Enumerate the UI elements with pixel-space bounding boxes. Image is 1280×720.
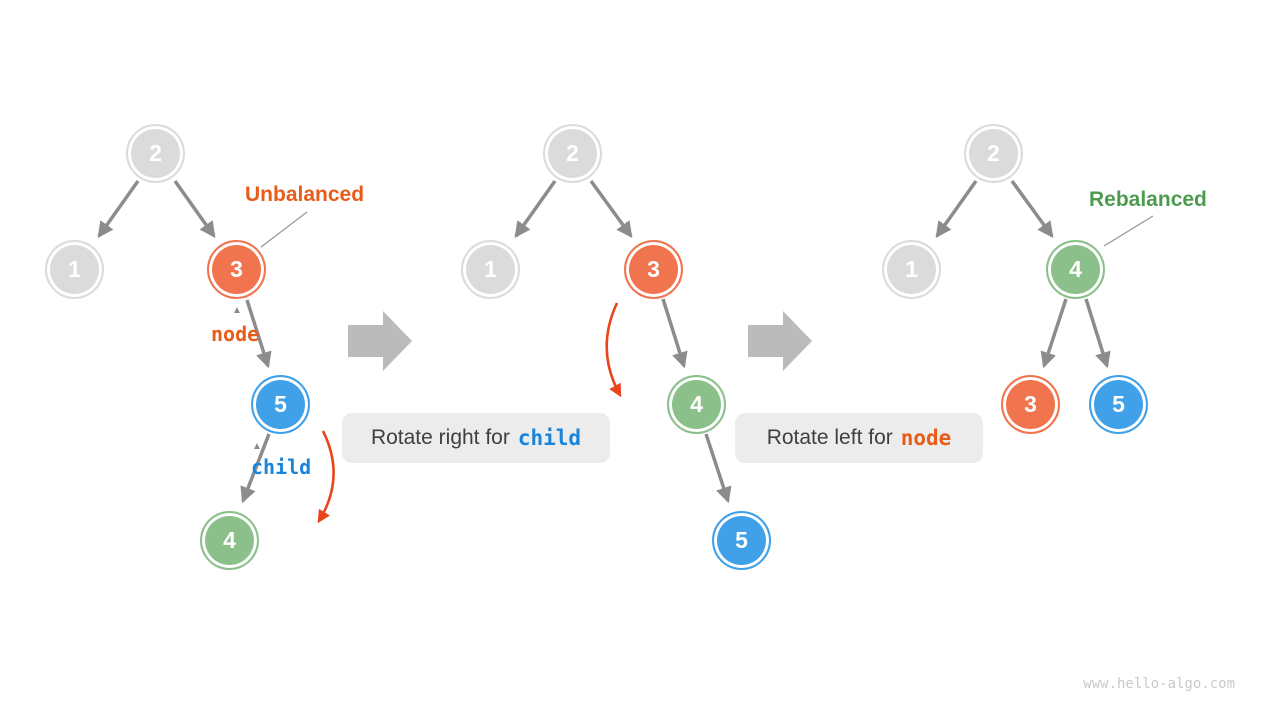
tree-node: 5 (1089, 375, 1148, 434)
caption-text: Rotate left for (766, 426, 893, 449)
tree-node: 3 (1001, 375, 1060, 434)
rebalanced-label: Rebalanced (1089, 188, 1207, 211)
tree-node: 3 (624, 240, 683, 299)
tree-node: 2 (543, 124, 602, 183)
flow-arrow-icon (748, 311, 812, 371)
caption-code: node (900, 426, 952, 450)
edge-arrow (1010, 179, 1054, 238)
tree-node: 1 (461, 240, 520, 299)
tree-node: 2 (126, 124, 185, 183)
edge-arrow (173, 179, 216, 238)
tree-node: 2 (964, 124, 1023, 183)
rebalanced-pointer-line (1103, 215, 1154, 247)
rotation-arrow-icon (317, 430, 335, 524)
flow-arrow-icon (348, 311, 412, 371)
tree-node: 4 (1046, 240, 1105, 299)
tree-node: 4 (667, 375, 726, 434)
caret-up-icon: ▲ (252, 441, 262, 452)
edge-arrow (589, 179, 633, 238)
edge-arrow (1040, 298, 1068, 369)
rotate-right-caption: Rotate right for child (342, 413, 610, 463)
rotation-arrow-icon (605, 302, 622, 398)
caption-code: child (517, 426, 582, 450)
node-pointer-label: node (211, 322, 260, 346)
rotate-left-caption: Rotate left for node (735, 413, 983, 463)
caret-up-icon: ▲ (232, 305, 242, 316)
tree-node: 5 (251, 375, 310, 434)
child-pointer-label: child (251, 455, 312, 479)
unbalanced-label: Unbalanced (245, 183, 365, 206)
edge-arrow (1084, 298, 1111, 369)
edge-arrow (704, 433, 732, 504)
tree-node: 1 (45, 240, 104, 299)
unbalanced-pointer-line (260, 211, 308, 248)
edge-arrow (935, 179, 978, 238)
tree-node: 4 (200, 511, 259, 570)
tree-node: 3 (207, 240, 266, 299)
website-watermark: www.hello-algo.com (1083, 676, 1235, 692)
edge-arrow (97, 179, 140, 238)
edge-arrow (661, 298, 688, 369)
tree-node: 1 (882, 240, 941, 299)
edge-arrow (514, 179, 557, 238)
caption-text: Rotate right for (370, 426, 510, 449)
tree-node: 5 (712, 511, 771, 570)
